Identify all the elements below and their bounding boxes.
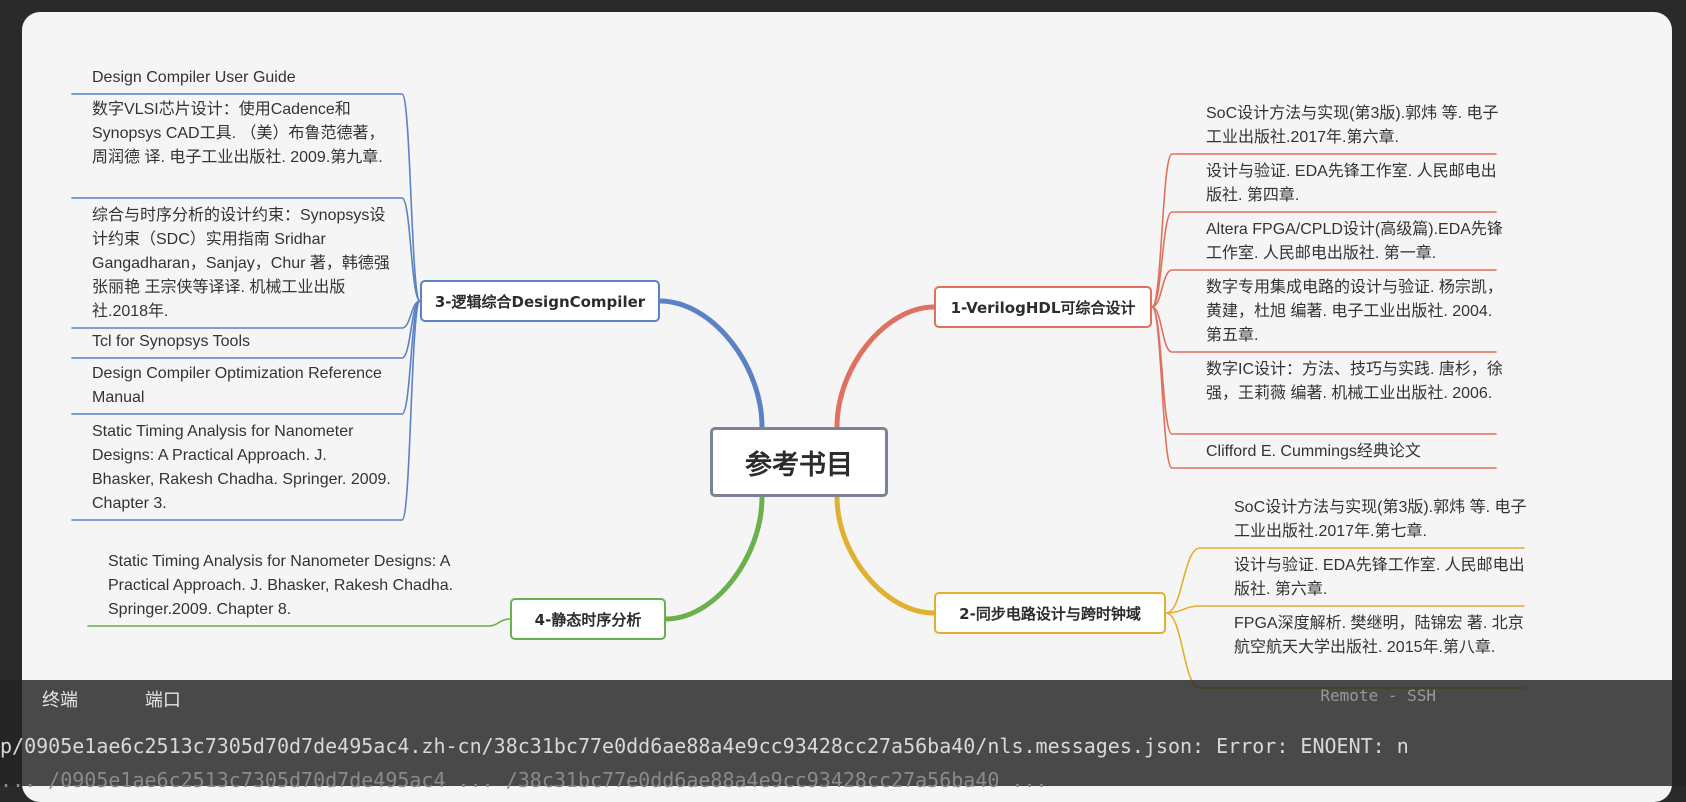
branch-node[interactable]: 1-VerilogHDL可综合设计 [934,286,1152,328]
branch-trunk [834,304,937,430]
leaf-reference[interactable]: Static Timing Analysis for Nanometer Des… [108,553,454,618]
leaf-reference[interactable]: Design Compiler Optimization Reference M… [92,365,382,406]
branch-node[interactable]: 2-同步电路设计与跨时钟域 [934,592,1166,634]
branch-trunk [657,298,765,430]
leaf-reference[interactable]: 数字VLSI芯片设计：使用Cadence和Synopsys CAD工具. （美）… [92,101,385,166]
leaf-reference[interactable]: Clifford E. Cummings经典论文 [1206,443,1421,460]
leaf-connector [71,300,421,359]
center-node[interactable]: 参考书目 [710,427,888,497]
mindmap-canvas: 1-VerilogHDL可综合设计 SoC设计方法与实现(第3版).郭炜 等. 电… [22,12,1672,802]
leaf-reference[interactable]: SoC设计方法与实现(第3版).郭炜 等. 电子工业出版社.2017年.第六章. [1206,105,1499,146]
leaf-connector [71,300,421,521]
leaf-reference[interactable]: SoC设计方法与实现(第3版).郭炜 等. 电子工业出版社.2017年.第七章. [1234,499,1527,540]
leaf-reference[interactable]: 数字IC设计：方法、技巧与实践. 唐杉，徐强，王莉薇 编著. 机械工业出版社. … [1206,361,1503,402]
leaf-reference[interactable]: Design Compiler User Guide [92,69,296,86]
leaf-connector [1151,306,1497,469]
leaf-reference[interactable]: Static Timing Analysis for Nanometer Des… [92,423,391,512]
branch-trunk [834,494,937,616]
ports-tab[interactable]: 端口 [144,690,181,711]
leaf-connector [71,197,421,302]
terminal-tabs: 终端 端口 [42,686,237,712]
leaf-connector [1151,306,1497,353]
leaf-connector [1165,605,1525,614]
terminal-error-line: p/0905e1ae6c2513c7305d70d7de495ac4.zh-cn… [0,734,1409,758]
leaf-connector [87,618,511,627]
leaf-connector [1165,547,1525,614]
terminal-panel: 终端 端口 Remote - SSH p/0905e1ae6c2513c7305… [0,680,1686,792]
leaf-connector [1151,269,1497,308]
leaf-connector [1151,153,1497,308]
leaf-reference[interactable]: FPGA深度解析. 樊继明，陆锦宏 著. 北京航空航天大学出版社. 2015年.… [1234,615,1524,656]
remote-indicator[interactable]: Remote - SSH [1320,686,1436,705]
branch-node[interactable]: 3-逻辑综合DesignCompiler [420,280,660,322]
leaf-reference[interactable]: 数字专用集成电路的设计与验证. 杨宗凯，黄建，杜旭 编著. 电子工业出版社. 2… [1206,279,1503,344]
branch-node[interactable]: 4-静态时序分析 [510,598,666,640]
leaf-connector [71,300,421,415]
leaf-reference[interactable]: Tcl for Synopsys Tools [92,333,250,350]
terminal-line: ... /0905e1ae6c2513c7305d70d7de495ac4 ..… [0,768,1048,792]
leaf-connector [71,93,421,302]
leaf-reference[interactable]: Altera FPGA/CPLD设计(高级篇).EDA先锋工作室. 人民邮电出版… [1206,221,1503,262]
leaf-connector [1151,211,1497,308]
leaf-reference[interactable]: 设计与验证. EDA先锋工作室. 人民邮电出版社. 第六章. [1234,557,1525,598]
leaf-reference[interactable]: 综合与时序分析的设计约束：Synopsys设计约束（SDC）实用指南 Sridh… [92,207,390,320]
leaf-reference[interactable]: 设计与验证. EDA先锋工作室. 人民邮电出版社. 第四章. [1206,163,1497,204]
terminal-tab[interactable]: 终端 [42,690,78,711]
branch-trunk [663,494,765,622]
